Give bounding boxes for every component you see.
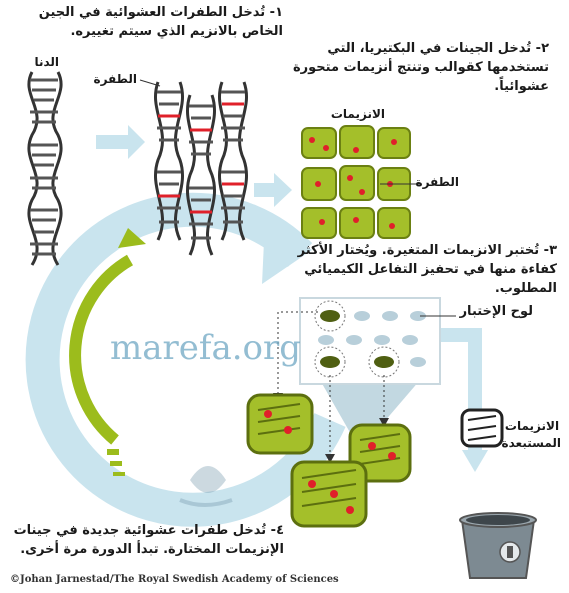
selected-wells: [320, 310, 394, 368]
enzyme: [377, 127, 411, 159]
selection-lines: [277, 311, 385, 456]
selected-enzyme: [246, 393, 314, 455]
enzyme-mutation-label: الطفرة: [415, 175, 460, 189]
arrow-dna-to-mutated: [96, 135, 128, 149]
mutated-dna-3: [218, 81, 248, 241]
enzyme: [301, 207, 337, 239]
mutated-dna-1: [154, 81, 184, 241]
selected-enzyme: [290, 460, 368, 528]
step-4-text: ٤- تُدخل طفرات عشوائية جديدة في جينات ال…: [13, 523, 284, 557]
excluded-enzymes-label: الانزيمات المستبعدة: [501, 419, 561, 451]
mutation-label: الطفرة: [93, 72, 138, 86]
trash-can-icon: [459, 512, 537, 579]
test-plate-label: لوح الإختبار: [459, 304, 533, 319]
enzyme-grid: [301, 125, 411, 239]
cycle-arrowhead: [262, 220, 312, 284]
step-3-text: ٣- تُختبر الانزيمات المتغيرة. ويُختار ال…: [297, 243, 557, 296]
enzyme: [301, 167, 337, 201]
dna-label: الدنا: [34, 55, 59, 69]
enzyme: [339, 207, 375, 239]
selection-beam: [320, 380, 420, 450]
dna-strand: [27, 71, 63, 266]
enzyme: [377, 207, 411, 239]
mutation-pointer: [139, 79, 161, 87]
site-logo: [179, 466, 233, 507]
enzyme: [339, 165, 375, 201]
mutated-dna-2: [186, 94, 216, 256]
green-cycle-arrow: [69, 254, 134, 445]
green-arrow-dashes: [107, 449, 125, 476]
enzymes-label: الانزيمات: [330, 107, 385, 121]
step-2-text: ٢- تُدخل الجينات في البكتيريا، التي تستخ…: [292, 41, 549, 94]
enzyme: [339, 125, 375, 159]
mutated-dna-strands: [154, 81, 248, 256]
step-1-text: ١- تُدخل الطفرات العشوائية في الجين الخا…: [38, 5, 283, 39]
arrow-to-enzymes: [254, 183, 274, 197]
test-plate: [299, 297, 441, 385]
copyright-credit: ©Johan Jarnestad/The Royal Swedish Acade…: [10, 574, 339, 585]
excluded-enzyme: [460, 408, 504, 448]
watermark: marefa.org: [110, 328, 302, 368]
enzyme: [301, 127, 337, 159]
